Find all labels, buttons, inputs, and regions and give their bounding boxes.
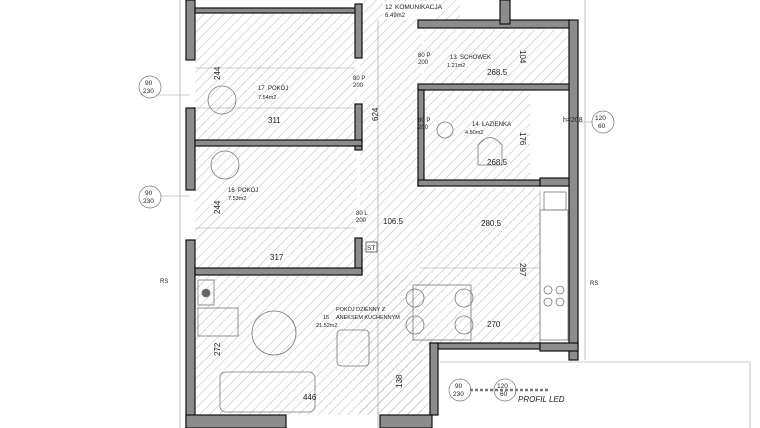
armchair	[336, 329, 370, 367]
door-tags: 80 P 200 80 L 200 80 P 200 80 P 200	[353, 53, 430, 224]
window-tag: 90 230	[448, 378, 472, 402]
window-width: 90	[145, 80, 153, 87]
floor-hatching	[195, 0, 570, 415]
dimension-label: 176	[518, 132, 527, 146]
annotations: h=208 PROFIL LED RS RS ST	[160, 117, 598, 404]
window-tag: 120 60	[591, 110, 615, 134]
furniture	[197, 85, 569, 413]
room-label-12: 12 KOMUNIKACJA 6.49m2	[383, 1, 443, 19]
sofa	[219, 371, 316, 413]
dimension-label: 268.5	[487, 68, 508, 77]
dimension-label: 280.5	[481, 219, 502, 228]
room-label-14: 14 ŁAZIENKA 4.50m2	[465, 122, 511, 136]
dimension-label: 297	[518, 263, 527, 277]
profil-led-label: PROFIL LED	[518, 395, 565, 404]
window-height: 60	[598, 123, 606, 130]
room-name: KOMUNIKACJA	[395, 4, 443, 11]
room-number: 13	[450, 55, 457, 61]
window-height: 60	[500, 391, 508, 398]
window-height: 230	[143, 198, 154, 205]
room-name: SCHOWEK	[460, 55, 491, 61]
room-number: 14	[472, 122, 479, 128]
dimension-label: 317	[270, 253, 284, 262]
room-name: POKÓJ	[238, 187, 258, 194]
room-area: 1.21m2	[447, 63, 465, 69]
room-area: 7.54m2	[258, 95, 276, 101]
room-number: 17	[258, 86, 265, 92]
room-label-13: 13 SCHOWEK 1.21m2	[447, 55, 491, 69]
window-height: 230	[453, 391, 464, 398]
dimension-label: 106.5	[383, 217, 404, 226]
dimension-label: 244	[213, 200, 222, 214]
room-name-line2: ANEKSEM KUCHENNYM	[336, 315, 400, 321]
cabinet	[197, 307, 239, 337]
dimension-label: 244	[213, 66, 222, 80]
st-label: ST	[367, 245, 375, 252]
door-height: 200	[356, 218, 367, 224]
walls	[185, 0, 579, 428]
door-height: 200	[353, 83, 364, 89]
round-table	[251, 310, 297, 356]
height-note: h=208	[563, 117, 583, 124]
room-area: 21.52m2	[316, 323, 337, 329]
door-width: 80 P	[418, 118, 430, 124]
window-width: 90	[455, 383, 463, 390]
door-width: 80 P	[418, 53, 430, 59]
kitchen-counter	[539, 209, 569, 341]
dimension-label: 624	[371, 107, 380, 121]
room-label-15: POKÓJ DZIENNY Z 15 ANEKSEM KUCHENNYM 21.…	[316, 306, 400, 329]
room-number: 12	[385, 4, 393, 11]
door-width: 80 P	[353, 76, 365, 82]
rs-label: RS	[160, 279, 168, 285]
window-width: 90	[145, 190, 153, 197]
dimension-label: 272	[213, 342, 222, 356]
window-tag: 90 230	[138, 75, 162, 99]
window-height: 230	[143, 88, 154, 95]
dimension-label: 104	[518, 50, 527, 64]
washing-machine	[197, 279, 215, 306]
dimension-label: 446	[303, 393, 317, 402]
room-name: POKÓJ DZIENNY Z	[336, 306, 386, 313]
dimension-label: 311	[268, 116, 281, 125]
dimension-label: 270	[487, 320, 501, 329]
dining-table	[412, 284, 472, 341]
door-height: 200	[418, 60, 429, 66]
room-number: 16	[228, 188, 235, 194]
toilet	[477, 137, 503, 166]
door-height: 200	[418, 125, 429, 131]
window-tag: 90 230	[138, 185, 162, 209]
dimension-label: 268.5	[487, 158, 508, 167]
room-name: POKÓJ	[268, 85, 288, 92]
window-width: 120	[595, 115, 606, 122]
window-width: 120	[497, 383, 508, 390]
dimension-label: 138	[395, 374, 404, 388]
room-area: 6.49m2	[385, 13, 406, 19]
room-number: 15	[323, 315, 329, 321]
dimension-labels: 244 311 244 317 624 106.5 268.5 104 268.…	[213, 50, 527, 402]
door-width: 80 L	[356, 211, 368, 217]
room-name: ŁAZIENKA	[482, 122, 511, 128]
room-area: 7.53m2	[228, 196, 246, 202]
room-label-17: 17 POKÓJ 7.54m2	[258, 85, 288, 101]
room-label-16: 16 POKÓJ 7.53m2	[228, 187, 258, 202]
cooktop	[543, 191, 567, 211]
room-area: 4.50m2	[465, 130, 483, 136]
rs-label: RS	[590, 281, 598, 287]
